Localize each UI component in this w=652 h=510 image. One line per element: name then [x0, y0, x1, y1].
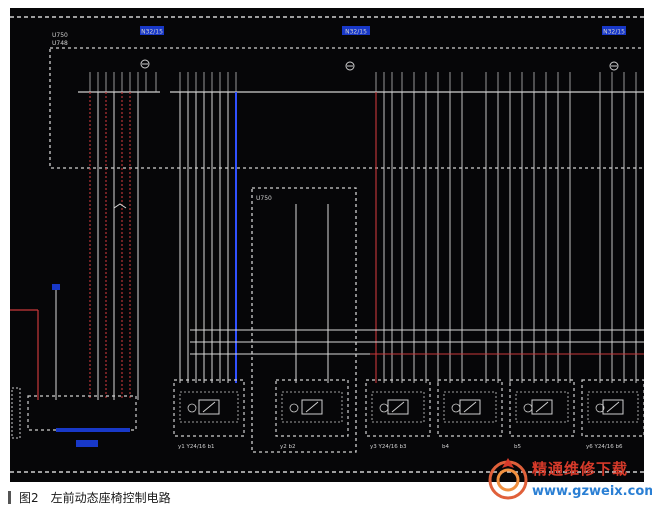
connector-label: N32/15	[345, 29, 367, 36]
watermark-name: 精通维修下载	[532, 460, 629, 478]
component-label: y3 Y24/16 b3	[370, 444, 407, 450]
component-box	[509, 379, 575, 437]
component-inner-box	[587, 391, 639, 423]
sensor-symbol	[595, 403, 605, 413]
seat-motor-component: b4	[437, 379, 503, 450]
figure-title: 左前动态座椅控制电路	[50, 490, 171, 505]
left-component-box	[27, 395, 137, 431]
left-bottom-badge	[76, 440, 98, 447]
seat-motor-component: y6 Y24/16 b6	[581, 379, 644, 450]
connector-label: N32/15	[141, 29, 163, 36]
sensor-symbol	[523, 403, 533, 413]
component-inner-box	[515, 391, 569, 423]
seat-motor-component: y3 Y24/16 b3	[365, 379, 431, 450]
component-label: y6 Y24/16 b6	[586, 444, 623, 450]
motor-symbol	[198, 399, 220, 415]
motor-symbol	[301, 399, 323, 415]
figure-number: 图2	[19, 490, 39, 505]
component-box	[581, 379, 644, 437]
sensor-symbol	[379, 403, 389, 413]
wiring-diagram-svg: N32/15 N32/15 N32/15 U750 U748	[10, 16, 644, 473]
motor-slash	[391, 401, 405, 413]
watermark-logo	[488, 458, 528, 500]
connector-label: N32/15	[603, 29, 625, 36]
wire-jog	[113, 203, 127, 209]
component-inner-box	[281, 391, 343, 423]
wiring-diagram: N32/15 N32/15 N32/15 U750 U748	[10, 8, 644, 482]
figure-caption: 图2 左前动态座椅控制电路	[8, 488, 171, 506]
wires	[89, 92, 637, 400]
bus-lines	[190, 329, 644, 355]
caption-marker	[8, 490, 11, 504]
sensor-symbol	[289, 403, 299, 413]
component-inner-box	[179, 391, 239, 423]
components: y1 Y24/16 b1 y2 b2 y3 Y24/16 b3 b4 b5 y6 Y24/…	[173, 379, 644, 450]
seat-motor-component: b5	[509, 379, 575, 450]
left-connector-badge	[52, 284, 60, 290]
component-label: b4	[442, 444, 449, 450]
motor-slash	[535, 401, 549, 413]
motor-symbol	[602, 399, 624, 415]
component-inner-box	[371, 391, 425, 423]
motor-slash	[305, 401, 319, 413]
component-box	[173, 379, 245, 437]
watermark: 精通维修下载 www.gzweix.com	[480, 452, 652, 510]
component-label: y1 Y24/16 b1	[178, 444, 214, 450]
component-label: b5	[514, 444, 521, 450]
ground-symbol-right	[609, 61, 619, 71]
motor-slash	[463, 401, 477, 413]
connector-n32-15-right: N32/15	[602, 26, 626, 36]
connector-n32-15-left: N32/15	[140, 26, 164, 36]
seat-motor-component: y2 b2	[275, 379, 349, 450]
ground-symbol-left	[140, 59, 150, 69]
component-box	[437, 379, 503, 437]
sensor-symbol	[451, 403, 461, 413]
left-edge-box	[11, 387, 21, 439]
pin-ticks	[89, 72, 637, 92]
module-label: U750	[52, 32, 68, 39]
module-label: U748	[52, 40, 68, 47]
motor-slash	[606, 401, 620, 413]
sensor-symbol	[187, 403, 197, 413]
ground-symbol-center	[345, 61, 355, 71]
control-module-box	[49, 47, 644, 169]
component-inner-box	[443, 391, 497, 423]
component-label: y2 b2	[280, 444, 296, 450]
component-box	[275, 379, 349, 437]
left-component-bar	[56, 428, 130, 432]
sub-module-label: U750	[256, 195, 272, 202]
watermark-url: www.gzweix.com	[532, 484, 652, 499]
component-box	[365, 379, 431, 437]
sub-module-box	[251, 187, 357, 453]
seat-motor-component: y1 Y24/16 b1	[173, 379, 245, 450]
connector-n32-15-center: N32/15	[342, 26, 370, 36]
motor-slash	[202, 401, 216, 413]
